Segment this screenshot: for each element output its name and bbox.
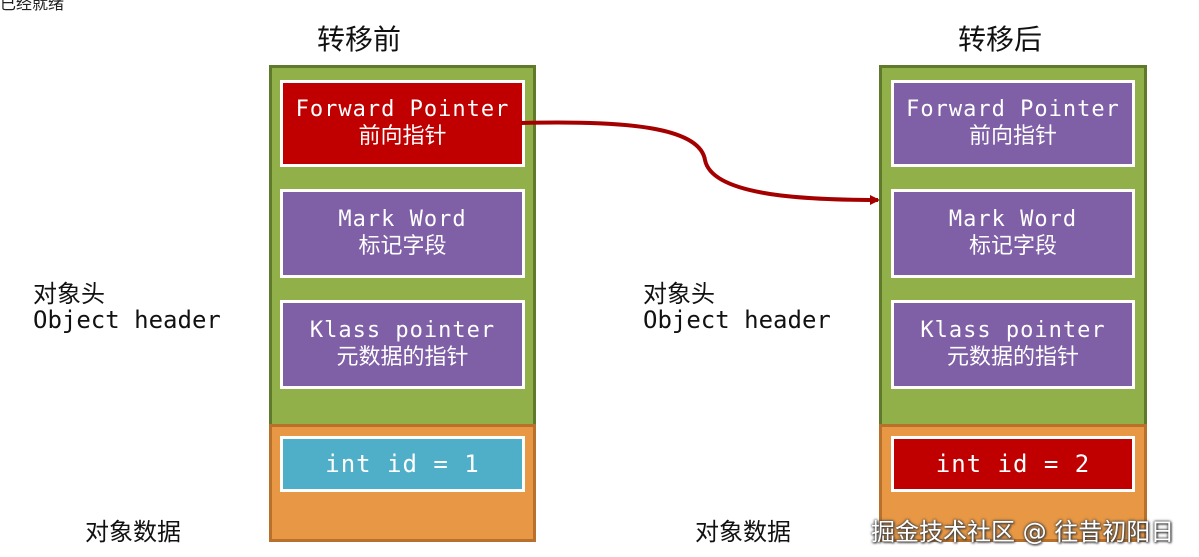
before-title: 转移前 <box>317 23 402 56</box>
before-int-id-field: int id = 1 <box>280 436 525 492</box>
after-mark-word-field: Mark Word 标记字段 <box>891 189 1135 278</box>
after-int-id-field: int id = 2 <box>891 436 1135 492</box>
after-header-label-cn: 对象头 <box>643 280 715 308</box>
after-header-label-en: Object header <box>643 306 831 334</box>
after-data-label: 对象数据 <box>695 518 791 546</box>
field-label-cn: 标记字段 <box>968 233 1057 259</box>
field-value: int id = 2 <box>935 449 1091 478</box>
watermark-text: 掘金技术社区 @ 往昔初阳日 <box>871 518 1175 546</box>
field-label-cn: 元数据的指针 <box>946 344 1079 370</box>
field-label-cn: 前向指针 <box>968 123 1057 149</box>
before-klass-pointer-field: Klass pointer 元数据的指针 <box>280 300 525 389</box>
field-label-en: Klass pointer <box>309 318 496 344</box>
before-mark-word-field: Mark Word 标记字段 <box>280 189 525 278</box>
before-header-label-cn: 对象头 <box>33 280 105 308</box>
after-title: 转移后 <box>958 23 1043 56</box>
arrow-path <box>520 120 880 205</box>
before-data-label: 对象数据 <box>85 518 181 546</box>
field-label-cn: 前向指针 <box>358 123 447 149</box>
before-forward-pointer-field: Forward Pointer 前向指针 <box>280 80 525 167</box>
field-label-en: Forward Pointer <box>906 97 1120 123</box>
field-label-en: Mark Word <box>338 207 467 233</box>
field-label-cn: 标记字段 <box>358 233 447 259</box>
field-label-en: Klass pointer <box>920 318 1106 344</box>
after-klass-pointer-field: Klass pointer 元数据的指针 <box>891 300 1135 389</box>
top-cut-text: 已经就绪 <box>0 0 65 13</box>
field-value: int id = 1 <box>325 449 480 478</box>
field-label-cn: 元数据的指针 <box>336 344 469 370</box>
field-label-en: Forward Pointer <box>295 97 510 123</box>
after-forward-pointer-field: Forward Pointer 前向指针 <box>891 80 1135 167</box>
field-label-en: Mark Word <box>948 207 1078 233</box>
before-header-label-en: Object header <box>33 306 221 334</box>
